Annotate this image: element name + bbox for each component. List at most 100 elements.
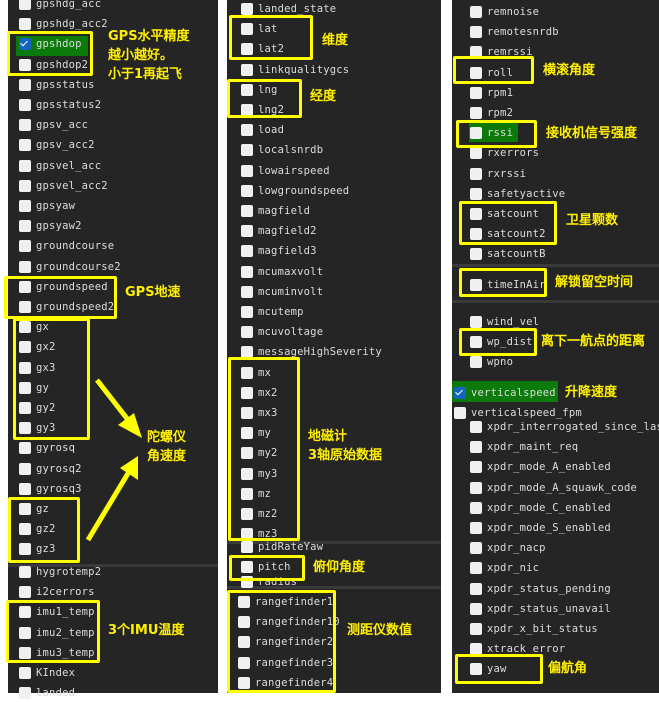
checkbox-row-gx[interactable]: gx: [19, 318, 49, 336]
checkbox-row-mcutemp[interactable]: mcutemp: [241, 303, 304, 321]
checkbox-row-my2[interactable]: my2: [241, 444, 278, 462]
checkbox[interactable]: [470, 208, 482, 220]
checkbox[interactable]: [241, 245, 253, 258]
checkbox[interactable]: [470, 107, 482, 119]
checkbox-row-magfield[interactable]: magfield: [241, 202, 310, 220]
checkbox-row-wp-dist[interactable]: wp_dist: [470, 333, 533, 351]
checkbox-row-xpdr-mode-c-enabled[interactable]: xpdr_mode_C_enabled: [470, 499, 611, 517]
checkbox[interactable]: [241, 205, 253, 217]
checkbox[interactable]: [19, 422, 31, 435]
checkbox[interactable]: [470, 66, 482, 79]
checkbox-row-xpdr-status-unavail[interactable]: xpdr_status_unavail: [470, 600, 611, 618]
checkbox-row-rpm1[interactable]: rpm1: [470, 84, 513, 102]
checkbox-row-lng2[interactable]: lng2: [241, 101, 284, 119]
checkbox[interactable]: [19, 139, 31, 152]
checkbox-row-imu2-temp[interactable]: imu2_temp: [19, 624, 95, 642]
checkbox[interactable]: [19, 119, 31, 132]
checkbox[interactable]: [454, 407, 466, 420]
checkbox-row-remrssi[interactable]: remrssi: [470, 43, 533, 61]
checkbox[interactable]: [241, 225, 253, 238]
checkbox[interactable]: [470, 248, 482, 261]
checkbox[interactable]: [241, 467, 253, 480]
checkbox-row-lowgroundspeed[interactable]: lowgroundspeed: [241, 182, 349, 200]
checkbox[interactable]: [241, 386, 253, 399]
checkbox-row-mz3[interactable]: mz3: [241, 525, 278, 543]
checkbox[interactable]: [241, 43, 253, 56]
checkbox[interactable]: [470, 356, 482, 369]
checkbox[interactable]: [241, 427, 253, 440]
checkbox[interactable]: [241, 306, 253, 318]
checkbox-row-mcuvoltage[interactable]: mcuvoltage: [241, 323, 323, 341]
checkbox[interactable]: [241, 541, 253, 553]
checkbox-row-my3[interactable]: my3: [241, 465, 278, 483]
checkbox-row-gz3[interactable]: gz3: [19, 540, 56, 558]
checkbox[interactable]: [19, 58, 31, 71]
checkbox-checked[interactable]: [19, 38, 31, 51]
checkbox-row-satcount[interactable]: satcount: [470, 205, 539, 223]
checkbox[interactable]: [470, 127, 482, 140]
checkbox[interactable]: [470, 316, 482, 328]
checkbox[interactable]: [241, 23, 253, 36]
checkbox[interactable]: [19, 99, 31, 111]
checkbox[interactable]: [470, 643, 482, 656]
checkbox-row-gpsv-acc2[interactable]: gpsv_acc2: [19, 136, 95, 154]
checkbox-row-rangefinder1[interactable]: rangefinder1: [238, 593, 333, 611]
checkbox[interactable]: [470, 147, 482, 160]
checkbox-row-satcount2[interactable]: satcount2: [470, 225, 546, 243]
checkbox-row-xpdr-mode-a-squawk-code[interactable]: xpdr_mode_A_squawk_code: [470, 479, 637, 497]
checkbox[interactable]: [241, 144, 253, 157]
checkbox[interactable]: [470, 6, 482, 18]
checkbox[interactable]: [470, 336, 482, 349]
checkbox-row-magfield2[interactable]: magfield2: [241, 222, 317, 240]
checkbox-row-groundcourse[interactable]: groundcourse: [19, 237, 114, 255]
checkbox[interactable]: [19, 402, 31, 414]
checkbox[interactable]: [241, 561, 253, 574]
checkbox-row-landed-state[interactable]: landed_state: [241, 0, 336, 18]
checkbox[interactable]: [470, 663, 482, 676]
checkbox-row-imu1-temp[interactable]: imu1_temp: [19, 603, 95, 621]
checkbox[interactable]: [19, 18, 31, 31]
checkbox-row-gx3[interactable]: gx3: [19, 359, 56, 377]
checkbox[interactable]: [470, 279, 482, 291]
checkbox[interactable]: [241, 407, 253, 419]
checkbox-row-mx2[interactable]: mx2: [241, 384, 278, 402]
checkbox[interactable]: [470, 228, 482, 241]
checkbox-row-xtrack-error[interactable]: xtrack_error: [470, 640, 565, 658]
checkbox-row-gyrosq3[interactable]: gyrosq3: [19, 480, 82, 498]
checkbox[interactable]: [19, 159, 31, 172]
checkbox-row-mz2[interactable]: mz2: [241, 505, 278, 523]
checkbox[interactable]: [238, 616, 250, 629]
checkbox-row-xpdr-x-bit-status[interactable]: xpdr_x_bit_status: [470, 620, 598, 638]
checkbox-checked[interactable]: [454, 387, 466, 399]
checkbox[interactable]: [238, 656, 250, 669]
checkbox-row-hygrotemp2[interactable]: hygrotemp2: [19, 563, 101, 581]
checkbox-row-xpdr-maint-req[interactable]: xpdr_maint_req: [470, 438, 578, 456]
checkbox[interactable]: [470, 481, 482, 494]
checkbox[interactable]: [241, 528, 253, 541]
checkbox-row-magfield3[interactable]: magfield3: [241, 242, 317, 260]
checkbox-row-gpsvel-acc2[interactable]: gpsvel_acc2: [19, 177, 108, 195]
checkbox-row-mx3[interactable]: mx3: [241, 404, 278, 422]
checkbox-row-gy2[interactable]: gy2: [19, 399, 56, 417]
checkbox[interactable]: [470, 623, 482, 635]
checkbox-row-wpno[interactable]: wpno: [470, 353, 513, 371]
checkbox[interactable]: [19, 606, 31, 619]
checkbox-row-lng[interactable]: lng: [241, 81, 278, 99]
checkbox[interactable]: [19, 301, 31, 313]
checkbox-row-lat[interactable]: lat: [241, 20, 278, 38]
checkbox-row-xpdr-mode-a-enabled[interactable]: xpdr_mode_A_enabled: [470, 458, 611, 476]
checkbox[interactable]: [19, 442, 31, 455]
checkbox-row-messagehighseverity[interactable]: messageHighSeverity: [241, 343, 382, 361]
checkbox[interactable]: [470, 542, 482, 555]
checkbox-row-gx2[interactable]: gx2: [19, 338, 56, 356]
checkbox[interactable]: [19, 503, 31, 515]
checkbox[interactable]: [470, 441, 482, 454]
checkbox-row-gy[interactable]: gy: [19, 379, 49, 397]
checkbox[interactable]: [19, 646, 31, 659]
checkbox-row-xpdr-status-pending[interactable]: xpdr_status_pending: [470, 580, 611, 598]
checkbox[interactable]: [238, 676, 250, 689]
checkbox-row-rangefinder10[interactable]: rangefinder10: [238, 613, 340, 631]
checkbox-row-rangefinder3[interactable]: rangefinder3: [238, 654, 333, 672]
checkbox-row-remotesnrdb[interactable]: remotesnrdb: [470, 23, 559, 41]
checkbox-row-gpsv-acc[interactable]: gpsv_acc: [19, 116, 88, 134]
